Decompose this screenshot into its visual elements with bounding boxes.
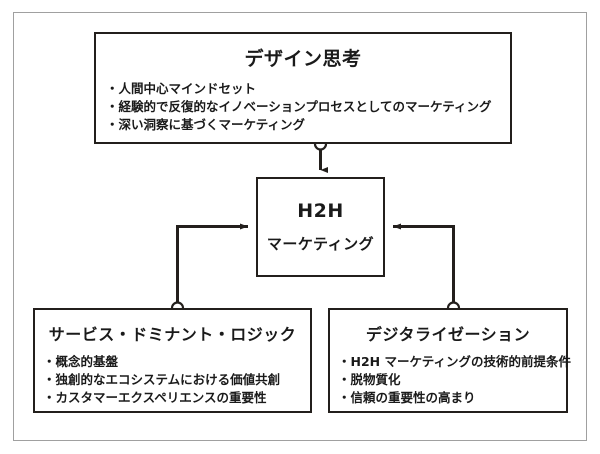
connector-line-right-elbow: [393, 223, 455, 308]
bullet-item: 脱物質化: [338, 371, 566, 389]
node-service-dominant-logic-title: サービス・ドミナント・ロジック: [48, 325, 297, 344]
bullet-item: 独創的なエコシステムにおける価値共創: [43, 371, 310, 389]
node-h2h-marketing-title-line2: マーケティング: [266, 235, 375, 253]
node-digitalization-bullets: H2H マーケティングの技術的前提条件 脱物質化 信頼の重要性の高まり: [338, 353, 571, 407]
connector-sd-logic-to-h2h: [170, 223, 248, 315]
connector-digitalization-to-h2h: [393, 223, 461, 315]
node-digitalization-title: デジタライゼーション: [365, 325, 531, 344]
node-h2h-marketing[interactable]: H2H マーケティング: [256, 177, 385, 277]
node-design-thinking-title: デザイン思考: [244, 48, 362, 70]
bullet-item: 深い洞察に基づくマーケティング: [106, 116, 510, 134]
bullet-item: 概念的基盤: [43, 353, 310, 371]
connector-line-left-elbow: [176, 223, 248, 308]
bullet-item: カスタマーエクスペリエンスの重要性: [43, 389, 310, 407]
outer-frame-border: [13, 12, 587, 441]
bullet-item: 信頼の重要性の高まり: [338, 389, 566, 407]
node-design-thinking-bullets: 人間中心マインドセット 経験的で反復的なイノベーションプロセスとしてのマーケティ…: [106, 80, 510, 134]
node-h2h-marketing-title-line1: H2H: [297, 200, 344, 222]
bullet-item: 経験的で反復的なイノベーションプロセスとしてのマーケティング: [106, 98, 510, 116]
bullet-item: 人間中心マインドセット: [106, 80, 510, 98]
bullet-item: H2H マーケティングの技術的前提条件: [338, 353, 571, 371]
node-digitalization[interactable]: デジタライゼーション H2H マーケティングの技術的前提条件 脱物質化 信頼の重…: [328, 308, 571, 413]
node-service-dominant-logic[interactable]: サービス・ドミナント・ロジック 概念的基盤 独創的なエコシステムにおける価値共創…: [33, 308, 312, 413]
node-service-dominant-logic-bullets: 概念的基盤 独創的なエコシステムにおける価値共創 カスタマーエクスペリエンスの重…: [43, 353, 310, 407]
node-design-thinking[interactable]: デザイン思考 人間中心マインドセット 経験的で反復的なイノベーションプロセスとし…: [94, 32, 512, 144]
